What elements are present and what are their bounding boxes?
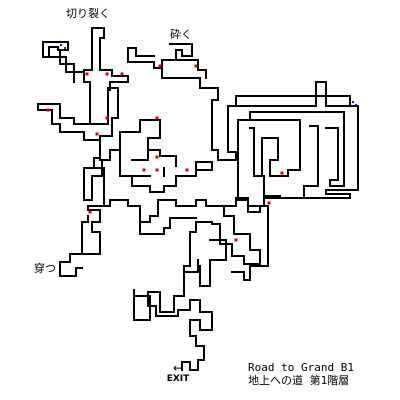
- corridor-central-north: [89, 87, 161, 161]
- map-title: Road to Grand B1 地上への道 第1階層: [248, 361, 354, 387]
- corridor-central-junction: [119, 149, 213, 193]
- map-title-line1: Road to Grand B1: [248, 361, 354, 374]
- red-square-icon: [105, 72, 109, 76]
- corridor-upper-right-inner2: [303, 125, 319, 197]
- red-square-icon: [234, 238, 238, 242]
- red-square-icon: [155, 155, 159, 159]
- left-arrow-icon: ←: [172, 361, 184, 375]
- corridor-lower-middle-b: [139, 217, 197, 235]
- corridor-lower-middle: [87, 199, 261, 273]
- corridor-upper-right-inner3: [263, 175, 281, 197]
- corridor-upper-right-inner: [249, 119, 301, 177]
- red-square-icon: [95, 132, 99, 136]
- corridor-ugatsu: [59, 253, 83, 277]
- exit-label: EXIT: [166, 374, 190, 384]
- corridor-kudaku-branch: [127, 43, 193, 69]
- stairs-icon: [60, 44, 357, 106]
- label-kiri-saku: 切り裂く: [66, 7, 110, 20]
- corridor-lower-right-inner: [199, 239, 227, 287]
- red-square-icon: [155, 168, 159, 172]
- red-square-icon: [46, 108, 50, 112]
- label-ugatsu: 穿つ: [34, 262, 56, 275]
- corridor-central-junction-b: [131, 149, 177, 177]
- corridor-kiri-branch-b: [83, 27, 93, 71]
- red-square-icon: [105, 116, 109, 120]
- corridor-top-left-inner2: [59, 49, 75, 83]
- red-square-icon: [194, 64, 198, 68]
- corridor-kudaku-b: [161, 67, 351, 161]
- corridor-lower-right-loop: [223, 197, 269, 281]
- red-square-icon: [120, 72, 124, 76]
- corridor-south: [147, 271, 213, 371]
- corridor-south-b: [133, 289, 151, 321]
- corridor-kudaku-c: [175, 59, 207, 79]
- exit-marker: ← EXIT: [163, 362, 193, 384]
- label-kudaku: 砕く: [170, 28, 192, 41]
- corridor-central-west: [83, 139, 103, 201]
- corridor-top-left-inner: [42, 41, 50, 58]
- red-square-icon: [88, 210, 92, 214]
- red-square-icon: [267, 201, 271, 205]
- red-square-icon: [155, 116, 159, 120]
- red-square-icon: [142, 168, 146, 172]
- red-square-icon: [280, 171, 284, 175]
- corridor-upper-right: [235, 81, 359, 207]
- map-title-line2: 地上への道 第1階層: [248, 374, 350, 387]
- red-square-icon: [85, 72, 89, 76]
- red-square-icon: [158, 64, 162, 68]
- corridor-kiri-branch: [91, 27, 129, 91]
- red-square-icon: [185, 168, 189, 172]
